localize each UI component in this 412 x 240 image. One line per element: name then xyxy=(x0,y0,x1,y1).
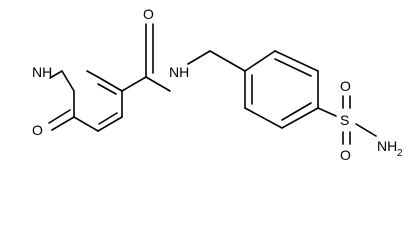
atom-label-sulfonyl-oxygen-top: O xyxy=(340,78,351,94)
bond-b5-b6 xyxy=(244,107,283,129)
bond-c6-c7 xyxy=(97,76,123,92)
bond-s-nh2 xyxy=(355,123,377,137)
sulfonamide-group xyxy=(317,95,377,145)
bond-c7-n xyxy=(86,70,99,78)
bond-c3-c4 xyxy=(73,116,99,132)
atom-label-carbonyl-oxygen: O xyxy=(143,6,154,22)
atom-label-sulfonamide-nh: NH xyxy=(377,138,397,154)
atom-label-ring-nh: NH xyxy=(32,64,52,80)
bond-ring-s xyxy=(317,107,337,117)
bond-ring-carbonyl xyxy=(121,76,147,92)
amide-linkage xyxy=(121,23,246,92)
bond-b4-b5-inner xyxy=(281,102,312,121)
bond-ch2-ring xyxy=(209,50,246,72)
atom-label-sulfonyl-oxygen-bottom: O xyxy=(340,147,351,163)
atom-label-ketone-oxygen: O xyxy=(32,122,43,138)
atom-label-amide-nh: NH xyxy=(169,64,189,80)
bond-b2-b3-inner xyxy=(274,58,312,77)
structure-diagram: O NH NH O O S O NH 2 xyxy=(32,6,403,163)
bond-nh-ch2 xyxy=(187,50,211,65)
bond-ring-n-h xyxy=(49,70,63,79)
bond-c4-c5-inner xyxy=(98,112,118,125)
benzene-ring xyxy=(244,50,319,129)
atom-label-sulfur: S xyxy=(340,112,349,128)
bond-carbonyl-nh xyxy=(145,76,171,92)
bond-c3-o xyxy=(51,116,75,131)
bond-c4-c5 xyxy=(97,116,123,132)
molecule-drawing: O NH NH O O S O NH 2 xyxy=(32,6,403,163)
bond-c3-o-inner xyxy=(48,109,71,124)
bond-b2-b3 xyxy=(274,50,319,72)
pyridinone-ring xyxy=(48,70,123,132)
bond-n-c2 xyxy=(61,70,75,92)
atom-label-nh2-subscript: 2 xyxy=(397,148,403,159)
bond-c6-c7-inner xyxy=(97,83,117,95)
bond-b1-b2 xyxy=(244,50,276,72)
bond-b4-b5 xyxy=(281,107,319,129)
